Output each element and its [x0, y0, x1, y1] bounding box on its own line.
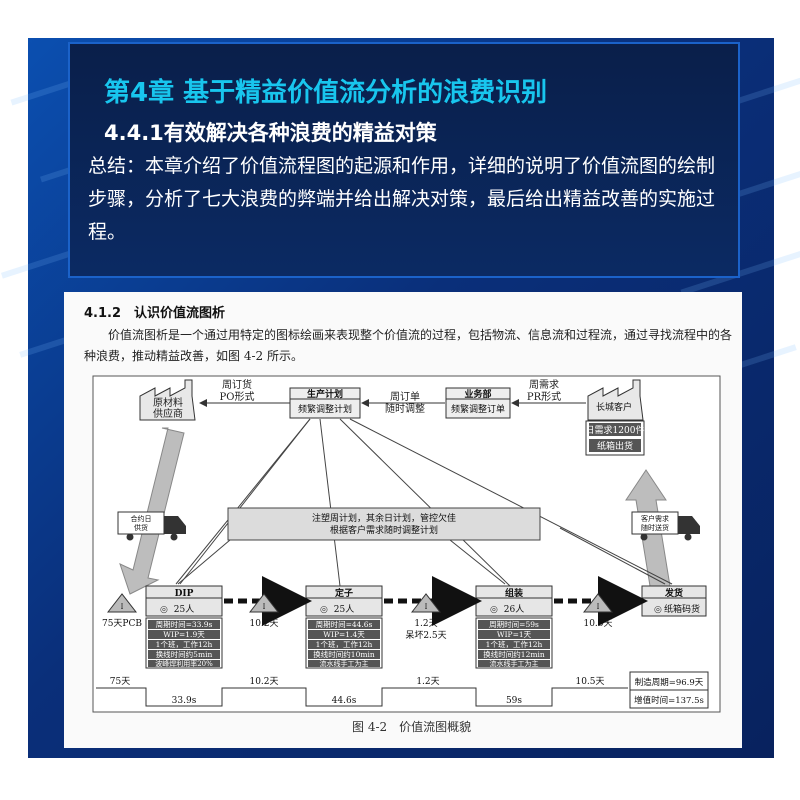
production-plan-body: 频繁调整计划: [298, 403, 352, 415]
process-name: 定子: [334, 587, 353, 599]
inventory-label: 75天PCB: [102, 619, 142, 629]
process-data-row: 1个班，工作12h: [316, 639, 373, 649]
lead-time: 制造周期=96.9天: [635, 677, 704, 688]
process-box-stator: 定子 ◎ 25人 周期时间=44.6s WIP=1.4天 1个班，工作12h 换…: [305, 585, 383, 669]
section-title: 4.4.1有效解决各种浪费的精益对策: [104, 121, 437, 145]
figure-caption: 图 4-2 价值流图概貌: [352, 720, 472, 734]
timeline-wait: 75天: [110, 677, 130, 687]
summary-text: 总结：本章介绍了价值流程图的起源和作用，详细的说明了价值流图的绘制步骤，分析了七…: [88, 155, 716, 243]
process-name: 组装: [505, 587, 524, 599]
operator-icon: ◎: [320, 605, 328, 615]
process-data-row: WIP=1天: [497, 630, 532, 639]
process-data-row: 换线时间约10min: [313, 649, 375, 659]
shipping-box: 发货 ◎ 纸箱码货: [641, 585, 707, 617]
process-data-row: 波峰焊利用率20%: [155, 659, 213, 668]
inventory-label: 1.2天: [414, 619, 437, 629]
production-plan-title: 生产计划: [307, 388, 343, 400]
process-data-row: 换线时间约12min: [483, 649, 545, 659]
header-panel: [68, 42, 740, 278]
sales-dept-box: [445, 387, 511, 419]
supplier-factory-icon: [139, 379, 196, 421]
inventory-triangle: I: [106, 593, 138, 613]
inventory-triangle: I: [410, 593, 442, 613]
process-box-assembly: 组装 ◎ 26人 周期时间=59s WIP=1天 1个班，工作12h 换线时间约…: [475, 585, 553, 669]
svg-text:I: I: [121, 603, 124, 611]
customer-name: 长城客户: [596, 401, 632, 413]
process-data-row: 周期时间=33.9s: [156, 619, 213, 629]
sales-dept-title: 业务部: [464, 388, 491, 400]
process-data-row: 流水线手工为主: [320, 659, 369, 668]
inventory-defect-label: 呆坏2.5天: [405, 629, 446, 641]
process-data-row: WIP=1.4天: [323, 630, 365, 639]
inventory-label: 10.5天: [583, 619, 612, 629]
truck-right-1: 客户需求: [641, 514, 669, 523]
process-box-dip: DIP ◎ 25人 周期时间=33.9s WIP=1.9天 1个班，工作12h …: [145, 585, 223, 669]
supplier-label-1: 原材料: [153, 396, 183, 409]
timeline-wait: 10.2天: [249, 677, 278, 687]
truck-right-2: 随时送货: [641, 523, 669, 532]
customer-daily-demand: 日需求1200件: [586, 424, 645, 436]
po-label-2: PO形式: [220, 390, 255, 403]
process-operators: 25人: [174, 604, 194, 615]
sales-dept-body: 频繁调整订单: [451, 403, 505, 415]
inventory-triangle: I: [248, 593, 280, 613]
timeline-wait: 1.2天: [416, 677, 439, 687]
svg-text:I: I: [597, 603, 600, 611]
svg-text:I: I: [263, 603, 266, 611]
shipping-icon: ◎: [654, 605, 662, 615]
truck-left-1: 合约日: [131, 514, 152, 523]
weekly-order-1: 周订单: [390, 391, 420, 403]
operator-icon: ◎: [490, 605, 498, 615]
schedule-note-2: 根据客户需求随时调整计划: [330, 524, 438, 536]
customer-factory-icon: [587, 379, 644, 421]
truck-icon-right: [631, 511, 700, 541]
shipping-body: 纸箱码货: [664, 603, 700, 615]
customer-shipping: 纸箱出货: [597, 440, 633, 452]
article-paragraph: 价值流图析是一个通过用特定的图标绘画来表现整个价值流的过程，包括物流、信息流和过…: [84, 328, 733, 363]
supplier-label-2: 供应商: [153, 407, 183, 420]
po-label-1: 周订货: [222, 378, 252, 391]
process-name: DIP: [175, 589, 194, 599]
production-plan-box: [289, 387, 361, 419]
schedule-note-box: [227, 507, 541, 541]
process-data-row: 换线时间约5min: [156, 649, 213, 659]
schedule-note-1: 注塑周计划，其余日计划，管控欠佳: [312, 512, 456, 524]
section-heading: 4.1.2 认识价值流图析: [84, 306, 226, 321]
svg-text:I: I: [425, 603, 428, 611]
process-operators: 25人: [334, 604, 354, 615]
weekly-order-2: 随时调整: [385, 402, 425, 415]
timeline-value: 33.9s: [172, 696, 197, 706]
truck-icon-left: [117, 511, 186, 541]
value-added-time: 增值时间=137.5s: [634, 695, 704, 706]
process-operators: 26人: [504, 604, 524, 615]
process-data-row: 1个班，工作12h: [156, 639, 213, 649]
chapter-title: 第4章 基于精益价值流分析的浪费识别: [104, 78, 548, 108]
truck-left-2: 供货: [134, 523, 148, 532]
timeline-value: 59s: [506, 696, 522, 706]
timeline: [96, 687, 628, 707]
inventory-triangle: I: [582, 593, 614, 613]
weekly-demand-2: PR形式: [527, 390, 561, 403]
process-data-row: 1个班，工作12h: [486, 639, 543, 649]
process-data-row: 周期时间=59s: [489, 619, 539, 629]
info-flow-lines: [175, 418, 673, 587]
timeline-value: 44.6s: [332, 696, 357, 706]
timeline-wait: 10.5天: [575, 677, 604, 687]
inventory-label: 10.2天: [249, 619, 278, 629]
process-data-row: 周期时间=44.6s: [316, 619, 373, 629]
process-data-row: WIP=1.9天: [163, 630, 205, 639]
operator-icon: ◎: [160, 605, 168, 615]
process-data-row: 流水线手工为主: [490, 659, 539, 668]
material-flow-arrow-left: [119, 427, 185, 595]
weekly-demand-1: 周需求: [529, 379, 559, 391]
shipping-title: 发货: [664, 587, 683, 599]
